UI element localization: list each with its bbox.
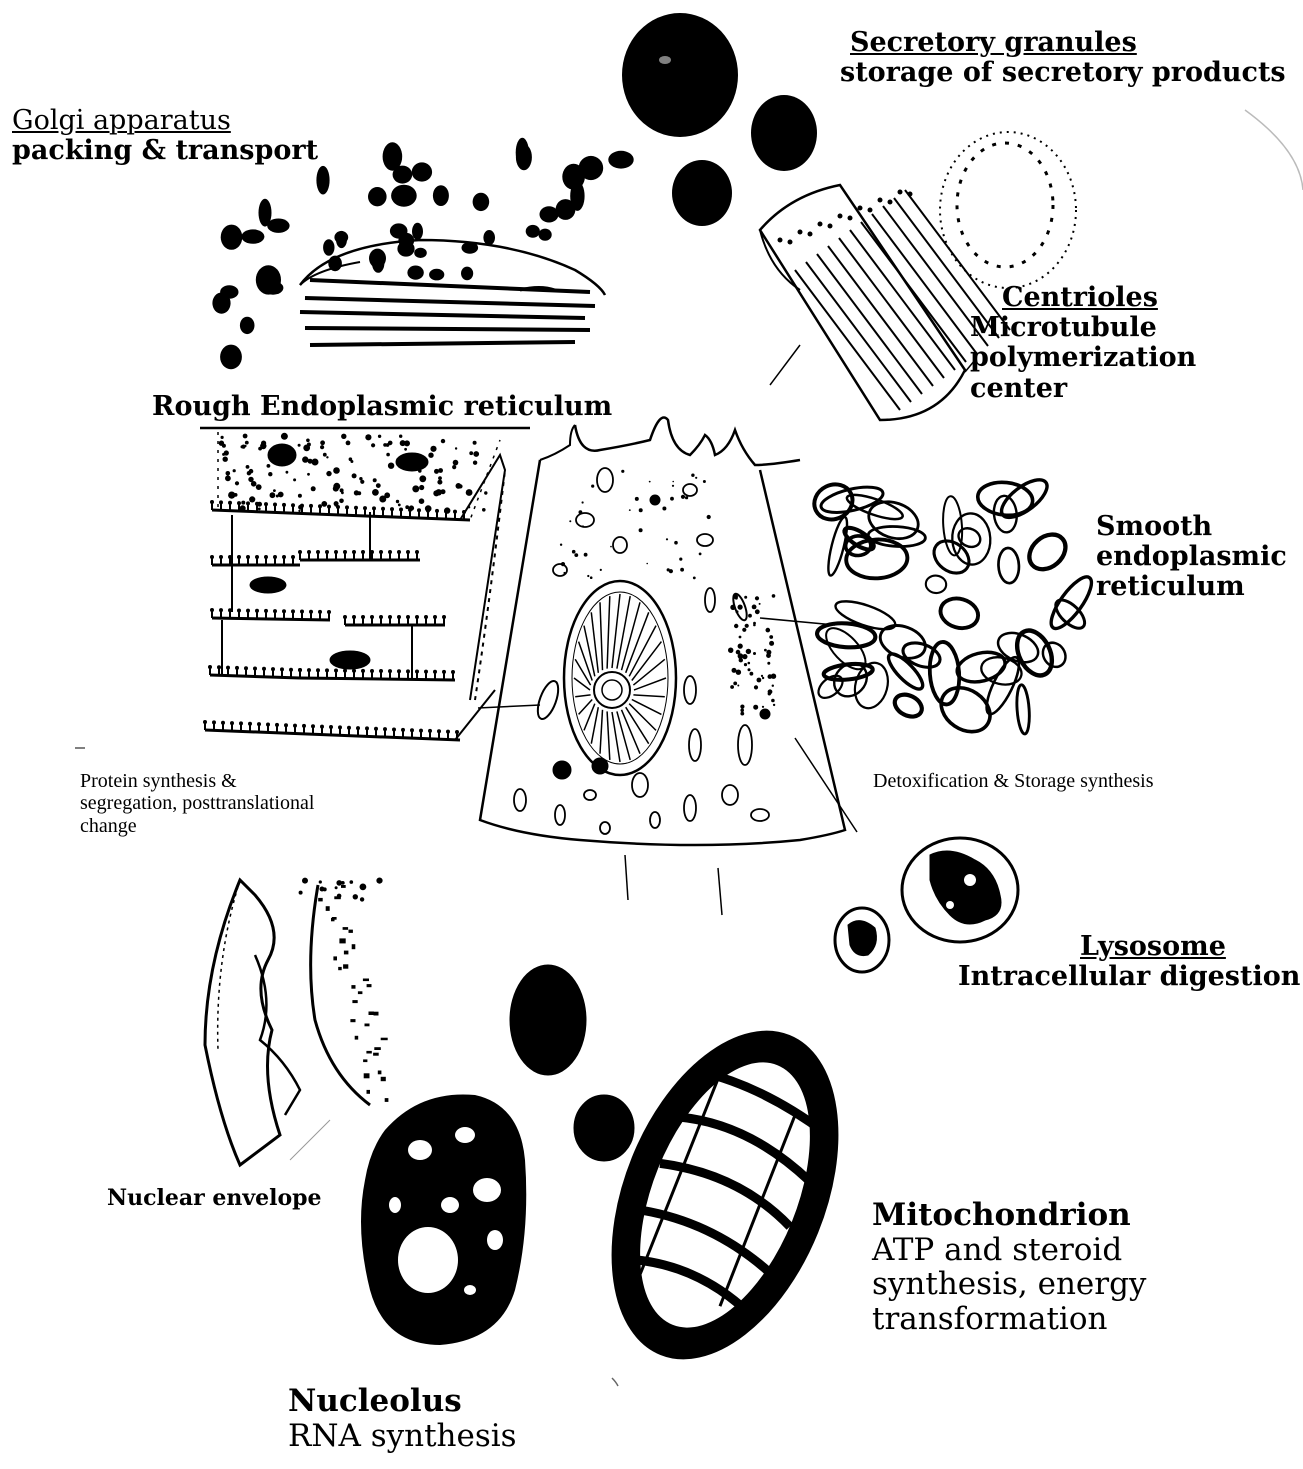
rough-er-name: Rough Endoplasmic reticulum — [152, 392, 612, 422]
lysosome-label: Lysosome Intracellular digestion — [958, 932, 1300, 992]
centrioles-function-line-3: center — [970, 374, 1196, 404]
smooth-er-name-line-3: reticulum — [1096, 572, 1287, 602]
secretory-granules-name: Secretory granules — [840, 28, 1286, 58]
mitochondrion-name: Mitochondrion — [872, 1198, 1146, 1233]
nuclear-envelope-name: Nuclear envelope — [107, 1186, 322, 1211]
centrioles-function-line-2: polymerization — [970, 343, 1196, 373]
golgi-name: Golgi apparatus — [12, 106, 318, 136]
centrioles-function-line-1: Microtubule — [970, 313, 1196, 343]
mitochondrion-function-line-2: synthesis, energy — [872, 1267, 1146, 1302]
rough-er-function-label: Protein synthesis & segregation, posttra… — [80, 770, 314, 837]
centrioles-name: Centrioles — [970, 283, 1196, 313]
secretory-granules-label: Secretory granules storage of secretory … — [840, 28, 1286, 88]
rough-er-function-line-1: Protein synthesis & — [80, 770, 314, 792]
golgi-label: Golgi apparatus packing & transport — [12, 106, 318, 166]
smooth-er-function-label: Detoxification & Storage synthesis — [873, 770, 1154, 792]
secretory-granules-function: storage of secretory products — [840, 58, 1286, 88]
smooth-er-label: Smooth endoplasmic reticulum — [1096, 512, 1287, 603]
nuclear-envelope-label: Nuclear envelope — [107, 1186, 322, 1211]
rough-er-function-line-2: segregation, posttranslational — [80, 792, 314, 814]
lysosome-function: Intracellular digestion — [958, 962, 1300, 992]
mitochondrion-label: Mitochondrion ATP and steroid synthesis,… — [872, 1198, 1146, 1337]
mitochondrion-function-line-3: transformation — [872, 1302, 1146, 1337]
nucleolus-drawing — [361, 1094, 526, 1345]
smooth-er-name-line-1: Smooth — [1096, 512, 1287, 542]
nucleolus-label: Nucleolus RNA synthesis — [288, 1384, 517, 1453]
rough-er-label: Rough Endoplasmic reticulum — [152, 392, 612, 422]
nucleolus-name: Nucleolus — [288, 1384, 517, 1419]
centrioles-label: Centrioles Microtubule polymerization ce… — [970, 283, 1196, 404]
nucleolus-function: RNA synthesis — [288, 1419, 517, 1454]
smooth-er-function: Detoxification & Storage synthesis — [873, 770, 1154, 792]
mitochondrion-function-line-1: ATP and steroid — [872, 1233, 1146, 1268]
rough-er-function-line-3: change — [80, 815, 314, 837]
smooth-er-name-line-2: endoplasmic — [1096, 542, 1287, 572]
golgi-function: packing & transport — [12, 136, 318, 166]
lysosome-name: Lysosome — [958, 932, 1300, 962]
